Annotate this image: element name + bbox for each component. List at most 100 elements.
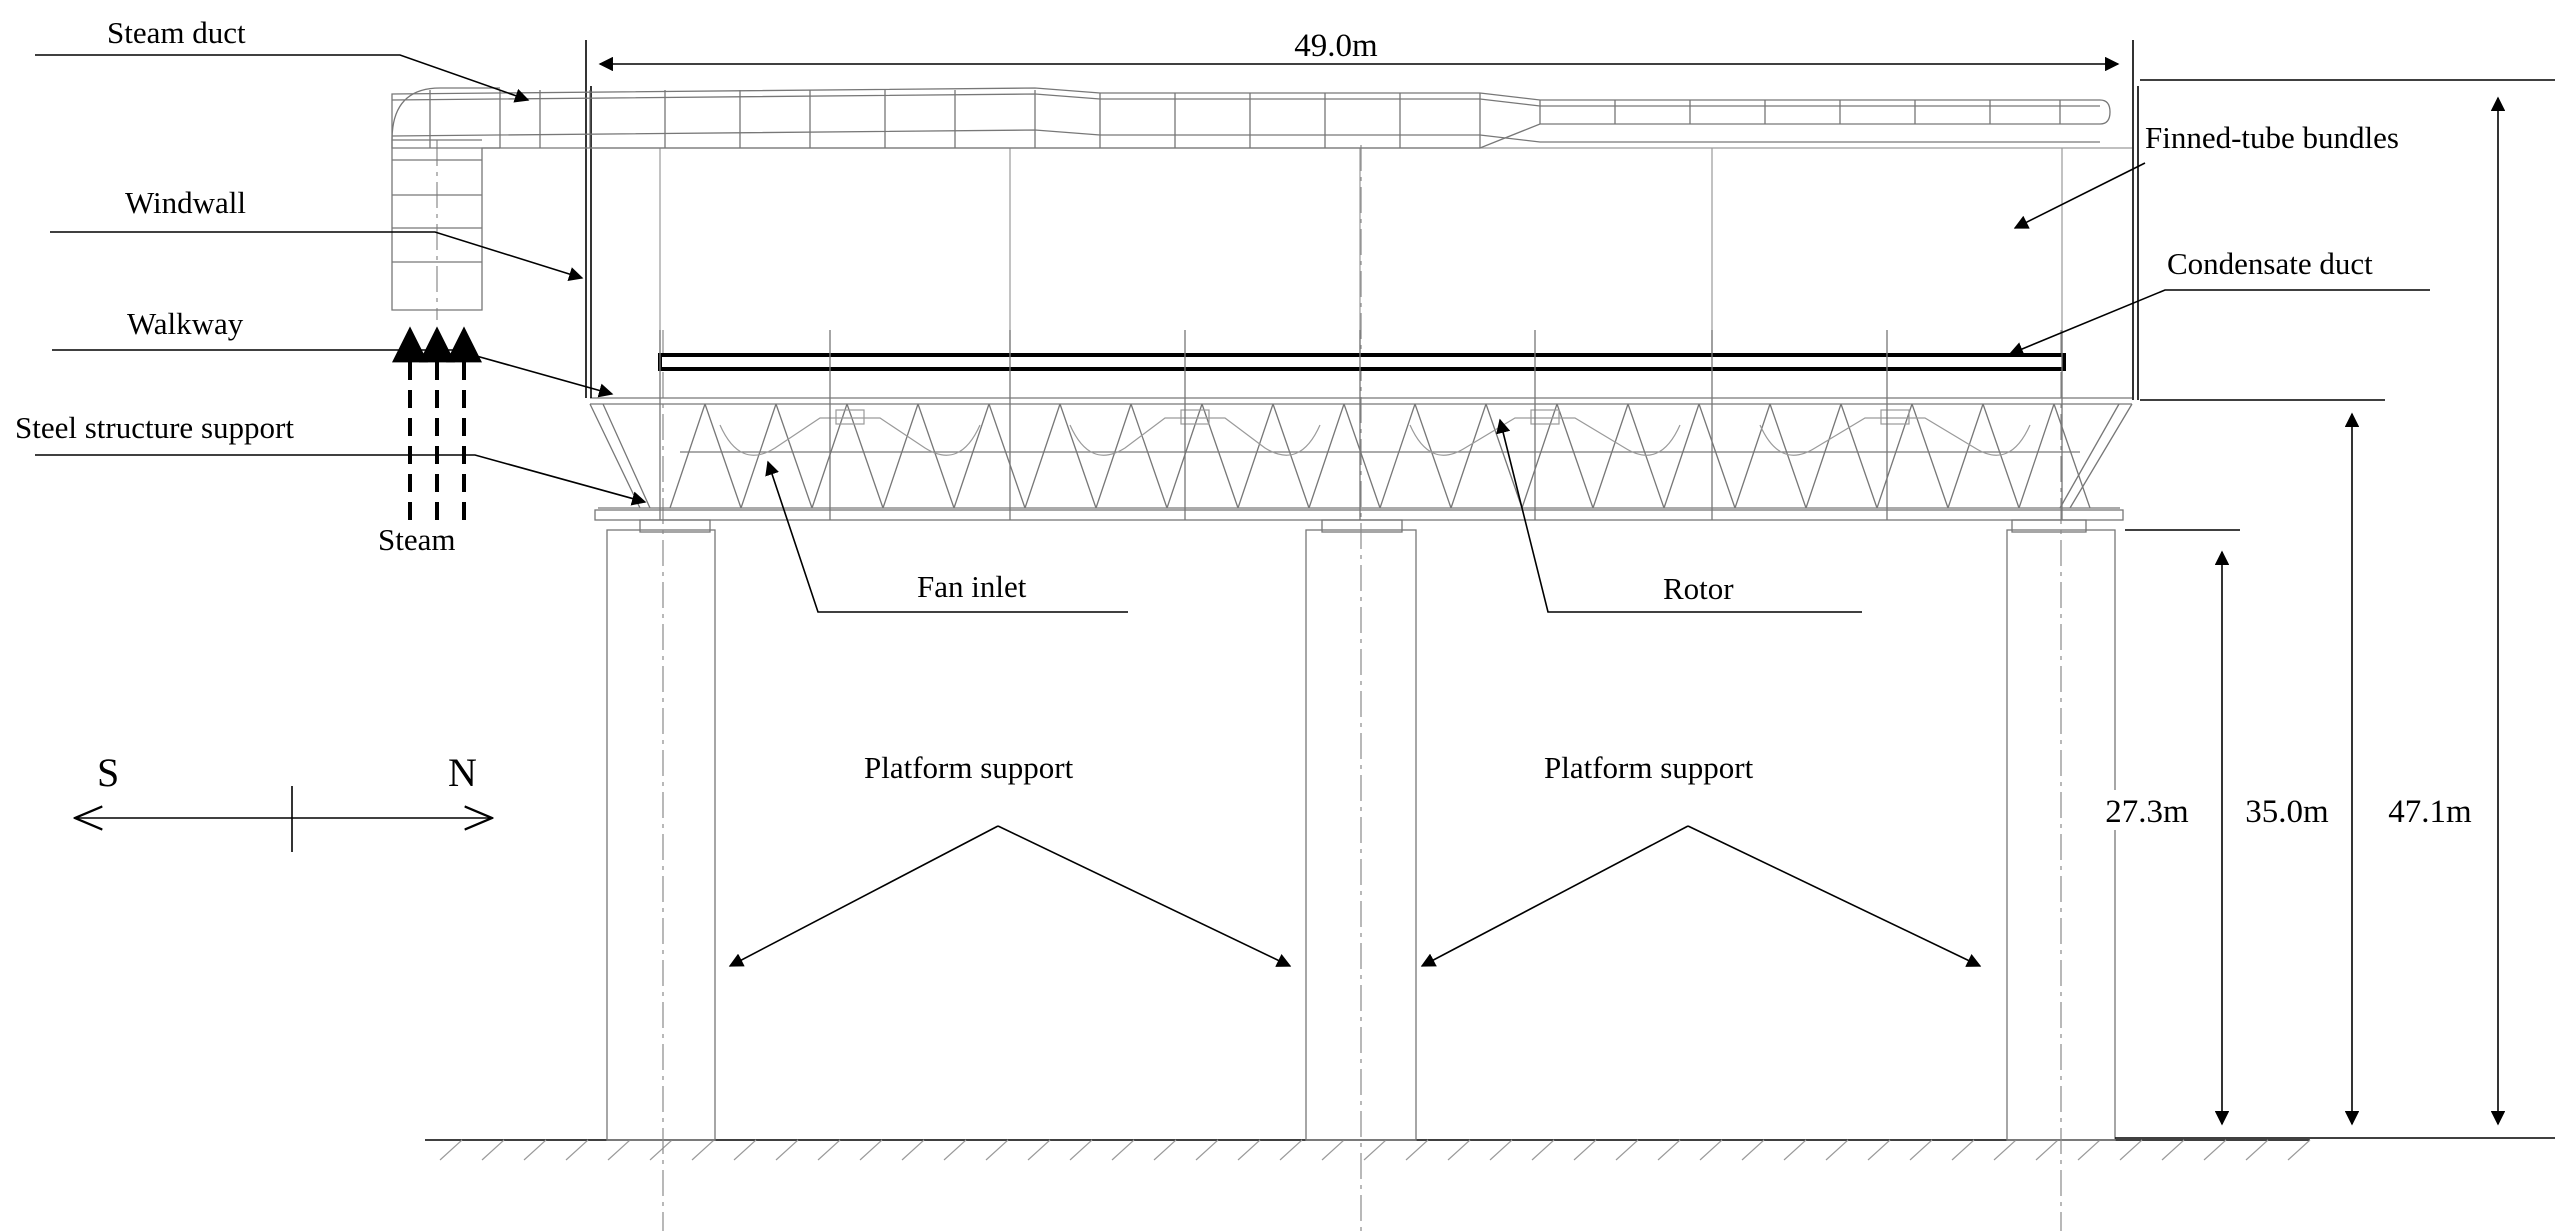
truss-diagonal bbox=[669, 403, 706, 509]
ground-hatch bbox=[691, 1139, 715, 1161]
truss-diagonal bbox=[1840, 403, 1878, 509]
truss-diagonal bbox=[846, 403, 884, 509]
truss-diagonal bbox=[1982, 403, 2020, 509]
truss-diagonal bbox=[2018, 403, 2055, 509]
truss-diagonal bbox=[1663, 403, 1700, 509]
leader-fan-inlet bbox=[765, 460, 1128, 613]
ground-hatch bbox=[439, 1139, 463, 1161]
label-windwall: Windwall bbox=[125, 185, 246, 220]
ground-hatch bbox=[2119, 1139, 2143, 1161]
ground-hatch bbox=[607, 1139, 631, 1161]
truss-diagonal bbox=[882, 403, 919, 509]
ground-hatch bbox=[481, 1139, 505, 1161]
ground-hatch bbox=[1657, 1139, 1681, 1161]
label-fan-inlet: Fan inlet bbox=[917, 569, 1027, 604]
truss-diagonal bbox=[1521, 403, 1558, 509]
ground-hatch bbox=[649, 1139, 673, 1161]
truss-diagonal bbox=[1805, 403, 1842, 509]
ground-hatch bbox=[943, 1139, 967, 1161]
ground-hatching bbox=[439, 1139, 2311, 1161]
ground-hatch bbox=[1363, 1139, 1387, 1161]
leader-platform-support-1b bbox=[997, 825, 1292, 967]
truss-diagonal bbox=[1414, 403, 1452, 509]
leader-rotor bbox=[1496, 418, 1862, 613]
leader-steam-duct bbox=[35, 54, 530, 103]
leader-platform-support-2a bbox=[1420, 825, 1689, 967]
ground-hatch bbox=[1825, 1139, 1849, 1161]
dimension-heights: 27.3m 35.0m 47.1m bbox=[2096, 79, 2555, 1139]
ground-hatch bbox=[1531, 1139, 1555, 1161]
leader-finned-tube bbox=[2013, 162, 2146, 229]
label-walkway: Walkway bbox=[127, 306, 244, 341]
leader-lines bbox=[35, 54, 2430, 967]
truss-diagonal bbox=[1698, 403, 1736, 509]
truss-web-members bbox=[669, 403, 2091, 509]
ground-hatch bbox=[859, 1139, 883, 1161]
truss-diagonal bbox=[1308, 403, 1345, 509]
truss-end-right bbox=[2069, 403, 2133, 509]
leader-windwall bbox=[50, 231, 584, 282]
leader-platform-support-2b bbox=[1687, 825, 1982, 967]
truss-diagonal bbox=[917, 403, 955, 509]
label-platform-support-1: Platform support bbox=[864, 750, 1074, 785]
ground-hatch bbox=[1909, 1139, 1933, 1161]
ground-hatch bbox=[1993, 1139, 2017, 1161]
fan-shroud bbox=[1409, 417, 1681, 456]
ground-hatch bbox=[565, 1139, 589, 1161]
ground-hatch bbox=[2245, 1139, 2269, 1161]
label-finned-tube-bundles: Finned-tube bundles bbox=[2145, 120, 2399, 155]
leader-steel-support bbox=[35, 454, 647, 506]
truss-diagonal bbox=[988, 403, 1026, 509]
fan-shroud bbox=[1759, 417, 2031, 456]
ground-hatch bbox=[1069, 1139, 1093, 1161]
label-steam-duct: Steam duct bbox=[107, 15, 246, 50]
ground-hatch bbox=[1153, 1139, 1177, 1161]
fan-hub bbox=[835, 409, 865, 425]
ground-hatch bbox=[2035, 1139, 2059, 1161]
truss-diagonal bbox=[1734, 403, 1771, 509]
fan-hub bbox=[1180, 409, 1210, 425]
height-platform-label: 27.3m bbox=[2105, 794, 2189, 830]
truss-diagonal bbox=[1379, 403, 1416, 509]
ground-hatch bbox=[1699, 1139, 1723, 1161]
compass-south: S bbox=[97, 750, 119, 795]
label-steam: Steam bbox=[378, 522, 456, 557]
truss-diagonal bbox=[1592, 403, 1629, 509]
truss-diagonal bbox=[1911, 403, 1949, 509]
ground-hatch bbox=[1447, 1139, 1471, 1161]
condensate-duct-pipe bbox=[658, 353, 2066, 371]
ground-hatch bbox=[985, 1139, 1009, 1161]
platform-beam bbox=[594, 509, 2124, 521]
ground-hatch bbox=[817, 1139, 841, 1161]
ground-hatch bbox=[2077, 1139, 2101, 1161]
label-platform-support-2: Platform support bbox=[1544, 750, 1754, 785]
leader-condensate bbox=[2008, 289, 2430, 356]
truss-diagonal bbox=[704, 403, 742, 509]
truss-diagonal bbox=[1627, 403, 1665, 509]
label-steel-structure-support: Steel structure support bbox=[15, 410, 294, 445]
steel-truss bbox=[589, 397, 2133, 521]
fan-hub bbox=[1880, 409, 1910, 425]
truss-diagonal bbox=[1769, 403, 1807, 509]
truss-diagonal bbox=[740, 403, 777, 509]
fan-hub bbox=[1530, 409, 1560, 425]
ground-hatch bbox=[2287, 1139, 2311, 1161]
truss-diagonal bbox=[775, 403, 813, 509]
ground-hatch bbox=[1867, 1139, 1891, 1161]
ground bbox=[425, 1139, 2311, 1161]
ground-hatch bbox=[523, 1139, 547, 1161]
compass: S N bbox=[75, 750, 492, 852]
truss-diagonal bbox=[1272, 403, 1310, 509]
truss-diagonal bbox=[1876, 403, 1913, 509]
width-dimension-label: 49.0m bbox=[1294, 28, 1378, 64]
ground-hatch bbox=[1741, 1139, 1765, 1161]
label-rotor: Rotor bbox=[1663, 571, 1734, 606]
ground-hatch bbox=[1573, 1139, 1597, 1161]
ground-hatch bbox=[1783, 1139, 1807, 1161]
steam-duct-pipe bbox=[391, 87, 2111, 311]
fan-units bbox=[719, 409, 2031, 456]
height-total-label: 47.1m bbox=[2388, 794, 2472, 830]
ground-hatch bbox=[1237, 1139, 1261, 1161]
ground-hatch bbox=[901, 1139, 925, 1161]
